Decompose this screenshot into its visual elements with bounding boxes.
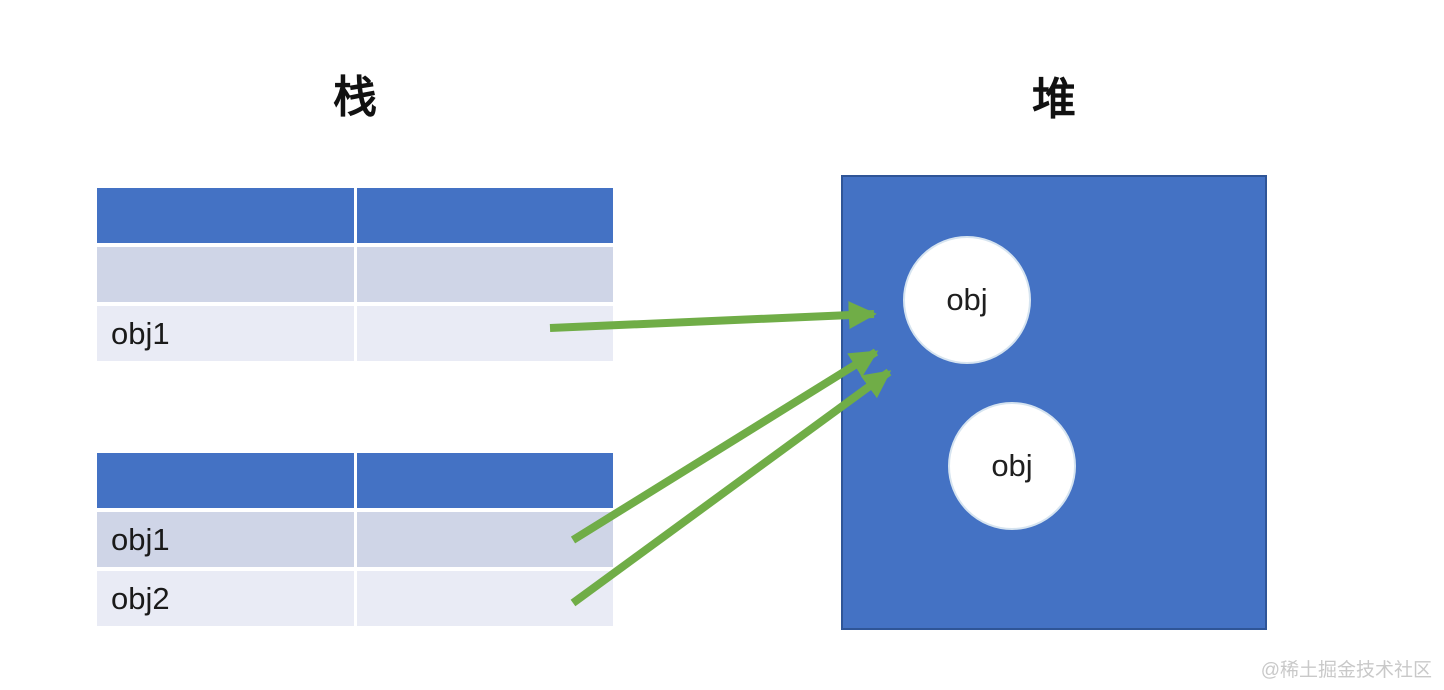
stack-table-2-header-row <box>97 453 613 508</box>
stack-table-cell <box>357 453 613 508</box>
stack-table-cell-obj1: obj1 <box>97 512 354 567</box>
watermark: @稀土掘金技术社区 <box>1260 660 1432 681</box>
arrow-obj1-frame2-to-heap <box>570 348 879 544</box>
stack-table-cell-obj2: obj2 <box>97 571 354 626</box>
heap-object-circle: obj <box>948 402 1076 530</box>
stack-table-cell <box>357 571 613 626</box>
stack-table-cell <box>357 306 613 361</box>
stack-table-1-row-obj1: obj1 <box>97 306 613 361</box>
stack-table-cell <box>97 453 354 508</box>
stack-table-cell <box>357 188 613 243</box>
stack-table-1-header-row <box>97 188 613 243</box>
heap-object-circle: obj <box>903 236 1031 364</box>
heap-box <box>841 175 1267 630</box>
stack-table-cell <box>357 512 613 567</box>
heap-title: 堆 <box>1032 75 1076 124</box>
stack-table-cell <box>97 188 354 243</box>
stack-table-2: obj1 obj2 <box>97 453 613 626</box>
stack-table-cell <box>97 247 354 302</box>
stack-table-2-row-obj1: obj1 <box>97 512 613 567</box>
stack-table-cell-obj1: obj1 <box>97 306 354 361</box>
stack-table-cell <box>357 247 613 302</box>
stack-table-1: obj1 <box>97 188 613 361</box>
stack-table-1-row-empty <box>97 247 613 302</box>
stack-table-2-row-obj2: obj2 <box>97 571 613 626</box>
stack-title: 栈 <box>333 73 377 122</box>
